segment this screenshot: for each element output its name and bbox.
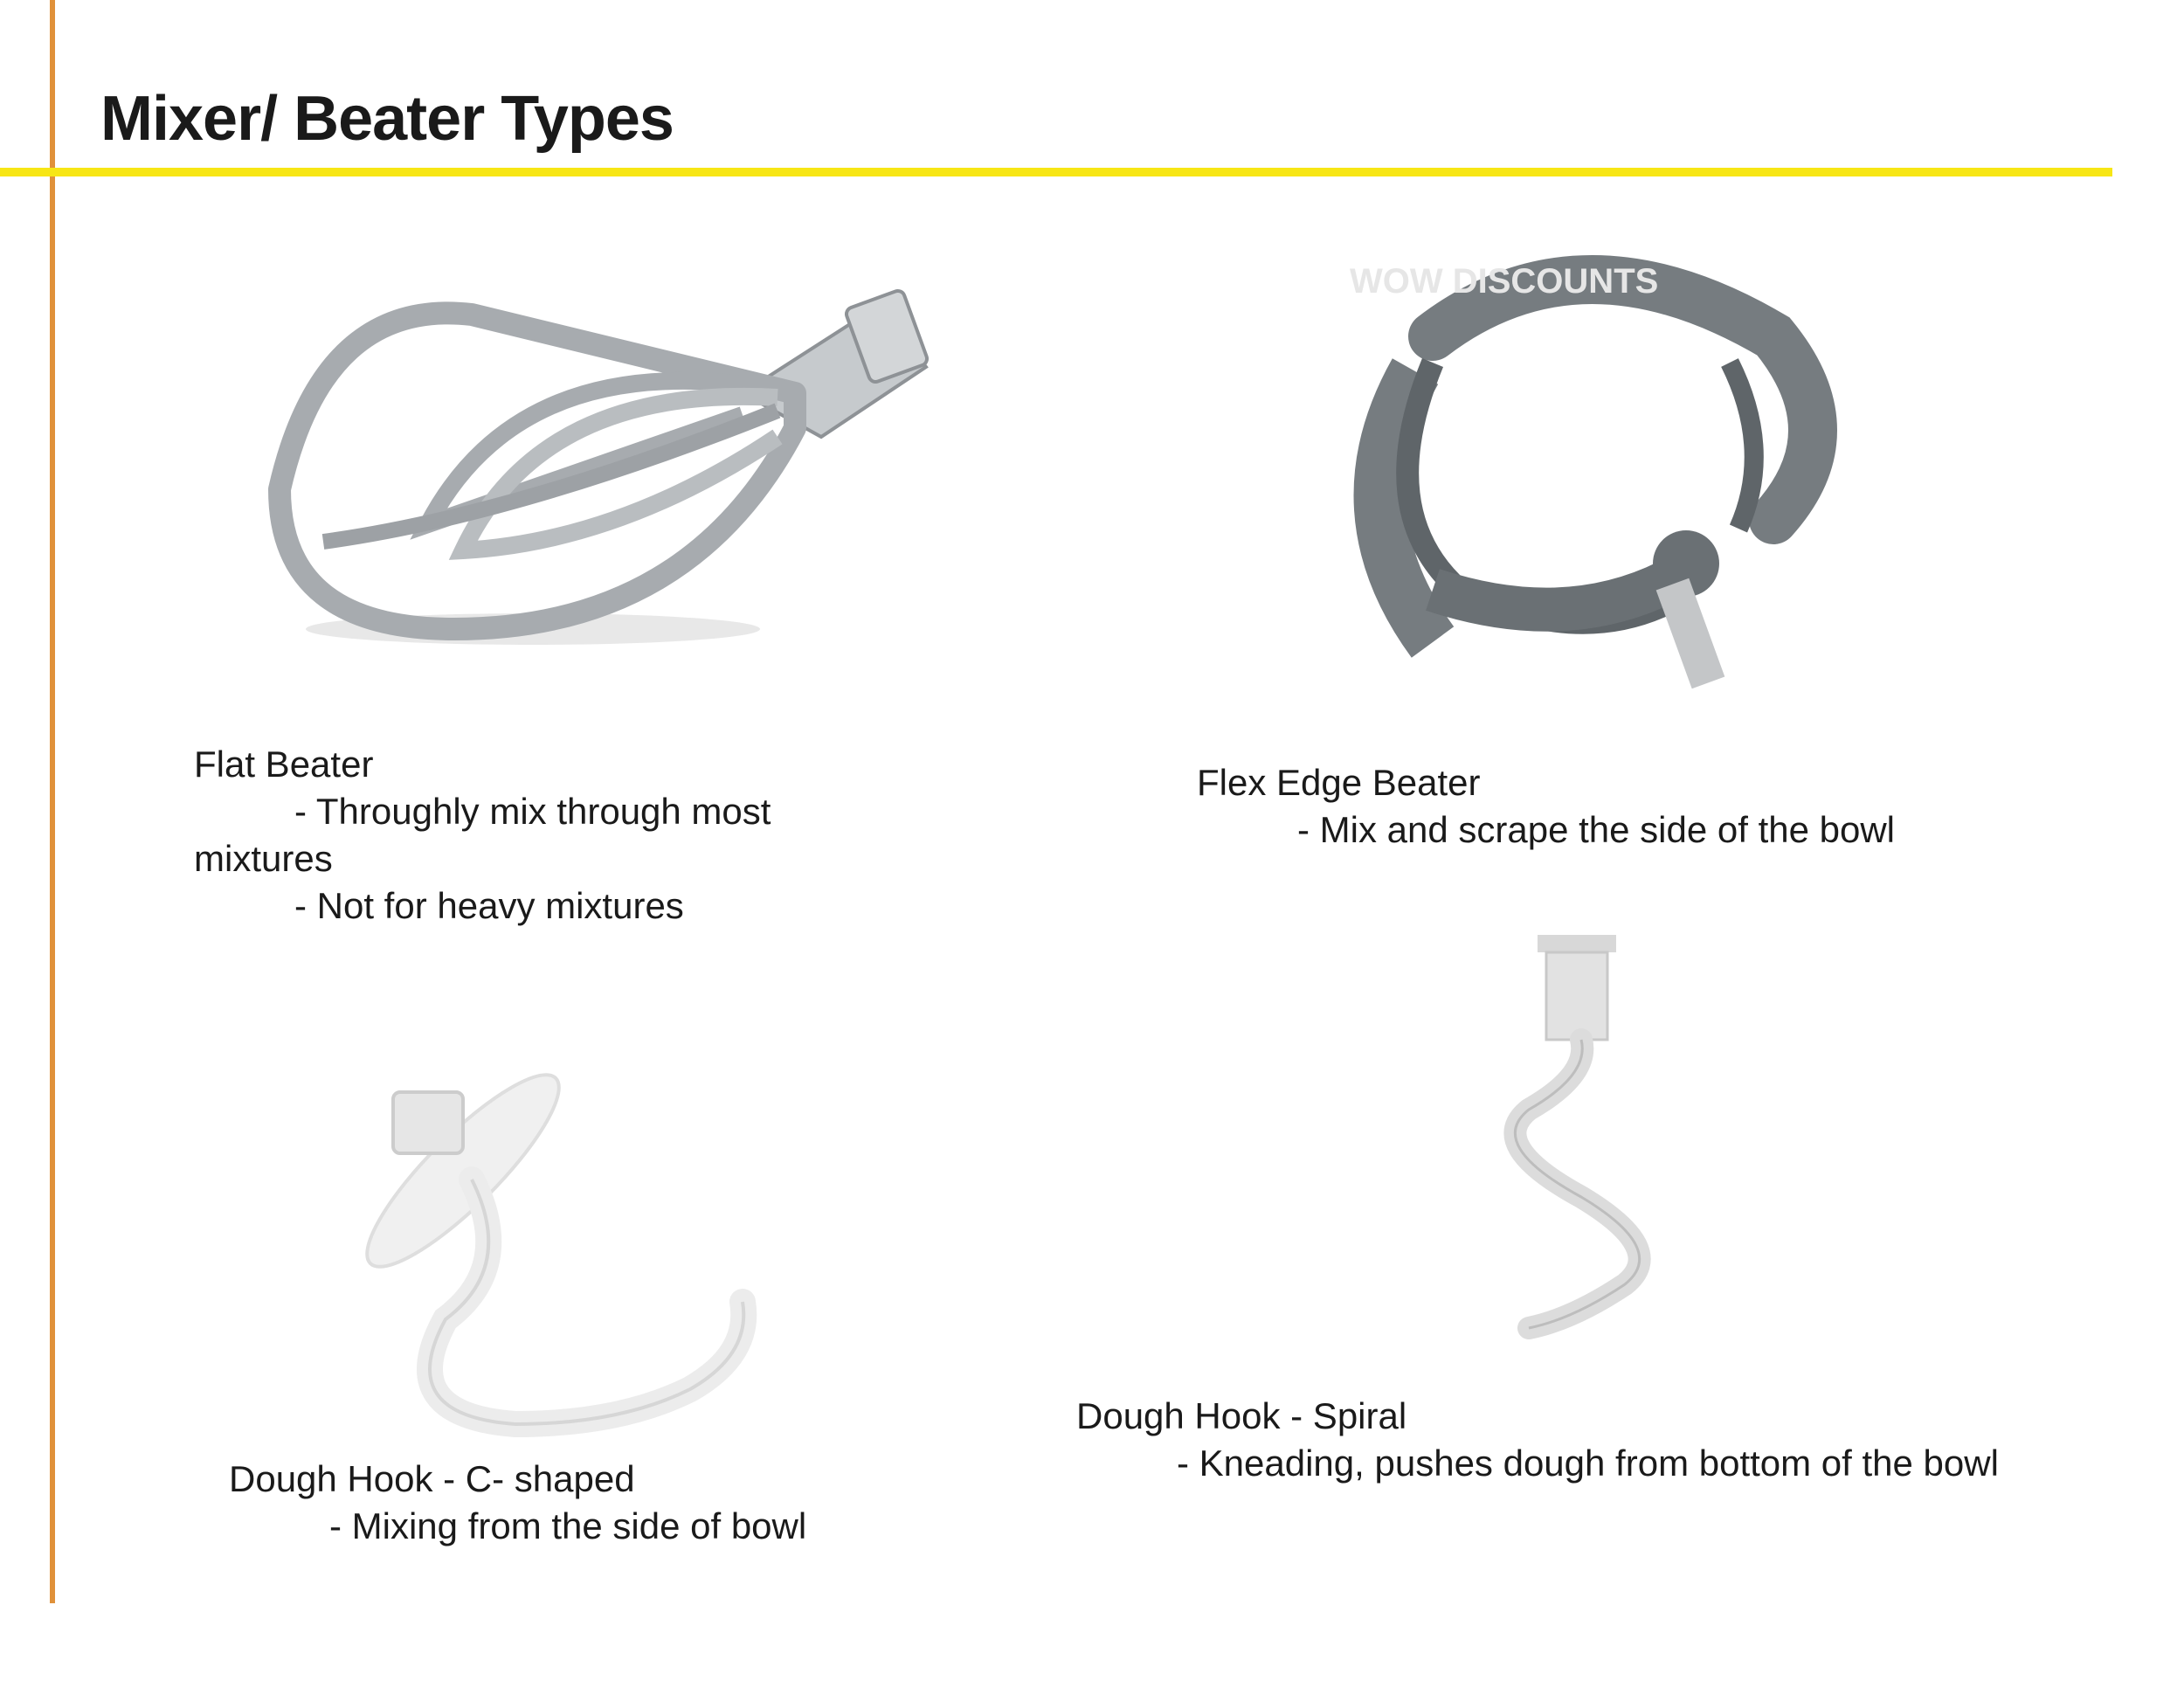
- item-desc: - Mix and scrape the side of the bowl: [1297, 809, 1896, 850]
- item-desc: - Kneading, pushes dough from bottom of …: [1177, 1442, 1999, 1484]
- item-desc: - Throughly mix through most: [294, 791, 771, 832]
- dough-hook-spiral-image: [1476, 935, 1686, 1346]
- flex-edge-beater-image: WOW DISCOUNTS: [1319, 232, 1843, 747]
- dough-hook-c-image: [341, 1040, 795, 1459]
- flat-beater-image: [253, 262, 970, 664]
- item-name: Flat Beater: [194, 744, 374, 785]
- title-underline-bar: [0, 168, 2112, 176]
- item-name: Dough Hook - C- shaped: [229, 1458, 635, 1499]
- watermark-text: WOW DISCOUNTS: [1350, 262, 1658, 301]
- flat-beater-caption: Flat Beater - Throughly mix through most…: [194, 741, 771, 930]
- item-desc: mixtures: [194, 838, 333, 879]
- item-desc: - Mixing from the side of bowl: [329, 1505, 807, 1546]
- dough-hook-spiral-caption: Dough Hook - Spiral - Kneading, pushes d…: [1076, 1393, 1999, 1487]
- item-desc: - Not for heavy mixtures: [294, 885, 684, 926]
- item-name: Flex Edge Beater: [1197, 762, 1481, 803]
- page-title: Mixer/ Beater Types: [100, 84, 674, 154]
- flex-edge-beater-caption: Flex Edge Beater - Mix and scrape the si…: [1197, 759, 1895, 854]
- left-accent-bar: [50, 0, 55, 1603]
- item-name: Dough Hook - Spiral: [1076, 1395, 1407, 1436]
- dough-hook-c-caption: Dough Hook - C- shaped - Mixing from the…: [229, 1456, 806, 1550]
